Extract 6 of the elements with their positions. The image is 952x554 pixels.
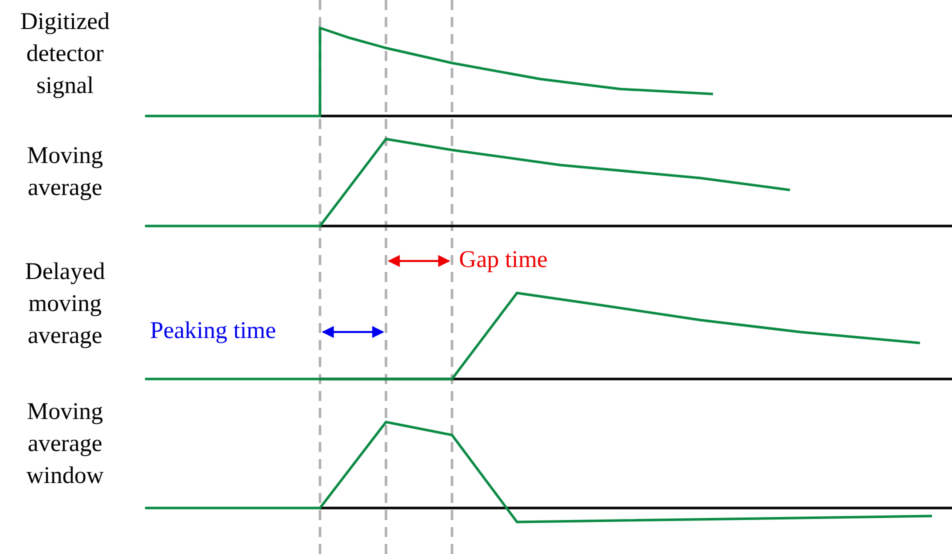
signal-label: Gap time — [459, 246, 549, 275]
signal-label: Delayed moving average — [24, 258, 106, 351]
signal-label: Moving average window — [25, 398, 105, 491]
signal-label: Digitized detector signal — [19, 8, 111, 101]
signal-label: Moving average — [26, 142, 104, 203]
signal-label: Peaking time — [150, 317, 277, 346]
